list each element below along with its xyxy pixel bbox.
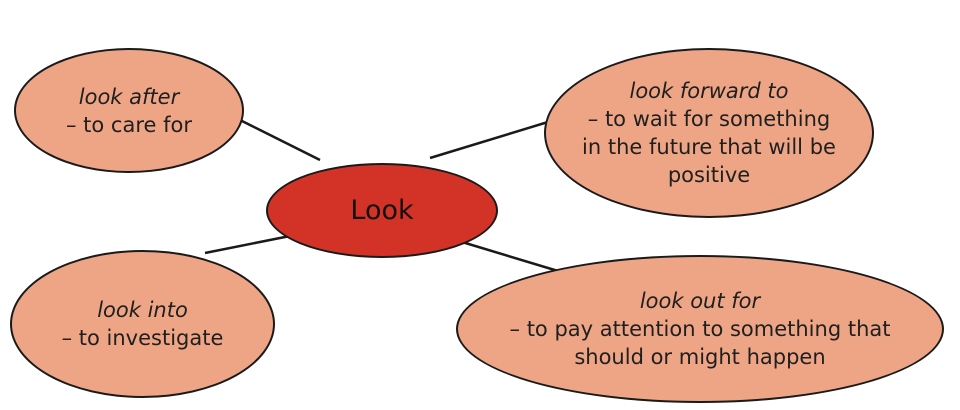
connector-look-into [204,234,291,255]
node-look-forward-to: look forward to – to wait for something … [544,48,874,218]
node-look-after: look after – to care for [14,48,244,173]
connector-look-out-for [461,240,559,273]
node-term: look after [78,84,180,109]
node-look-into: look into – to investigate [10,250,275,398]
center-node-look: Look [266,163,498,258]
connector-look-after [239,118,321,162]
node-look-out-for: look out for – to pay attention to somet… [456,255,944,403]
node-definition: – to wait for something in the future th… [582,107,836,187]
node-definition: – to investigate [61,326,224,350]
connector-look-forward-to [429,120,549,160]
node-term: look out for [639,289,761,313]
node-definition: – to pay attention to something that sho… [509,317,891,369]
node-definition: – to care for [66,112,192,137]
center-label: Look [350,194,414,226]
node-term: look forward to [629,79,789,103]
node-term: look into [97,298,188,322]
